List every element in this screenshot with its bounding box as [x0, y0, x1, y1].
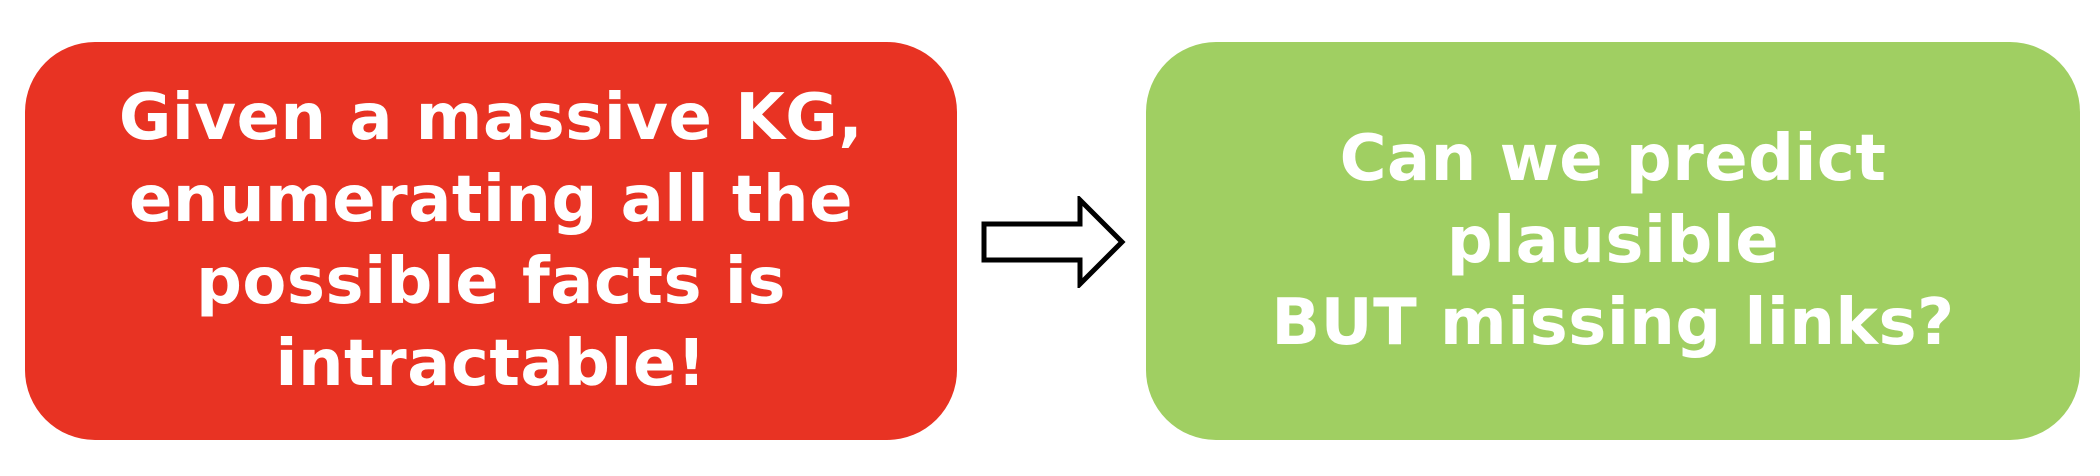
problem-line-1: Given a massive KG, [118, 81, 864, 155]
question-box: Can we predict plausible BUT missing lin… [1146, 42, 2080, 440]
question-text: Can we predict plausible BUT missing lin… [1183, 118, 2043, 364]
problem-line-3: possible facts is [196, 245, 786, 319]
question-line-1: Can we predict plausible [1339, 122, 1887, 278]
problem-box: Given a massive KG, enumerating all the … [25, 42, 957, 440]
question-line-2: BUT missing links? [1271, 286, 1955, 360]
problem-line-4: intractable! [275, 327, 707, 401]
right-arrow-icon [981, 196, 1126, 288]
arrow-shape [981, 196, 1126, 288]
problem-text: Given a massive KG, enumerating all the … [61, 77, 921, 405]
problem-line-2: enumerating all the [129, 163, 853, 237]
